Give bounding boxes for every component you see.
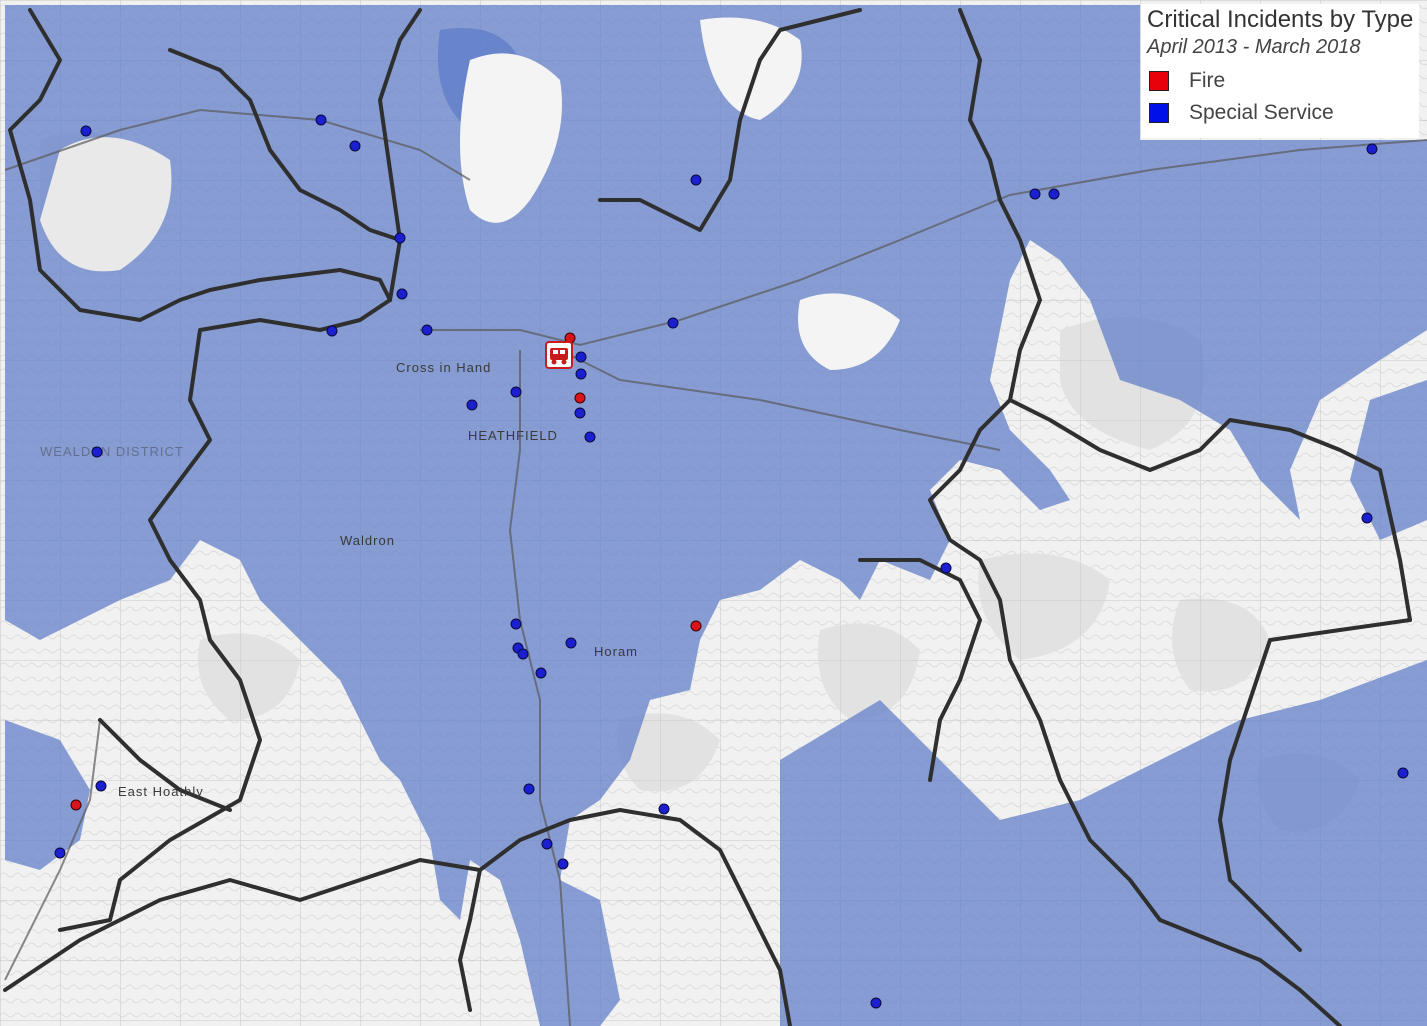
special-service-marker[interactable] [466,399,478,411]
special-service-marker[interactable] [1397,767,1409,779]
fire-swatch [1149,71,1169,91]
special-service-marker[interactable] [54,847,66,859]
special-service-markers [54,114,1409,1009]
special-service-swatch [1149,103,1169,123]
legend-label-fire: Fire [1189,69,1226,92]
special-service-marker[interactable] [667,317,679,329]
place-label-horam: Horam [594,644,638,659]
district-boundaries [3,8,1412,1026]
special-service-marker[interactable] [1048,188,1060,200]
legend-title: Critical Incidents by Type [1147,6,1414,33]
special-service-marker[interactable] [523,783,535,795]
special-service-marker[interactable] [517,648,529,660]
special-service-marker[interactable] [940,562,952,574]
special-service-marker[interactable] [421,324,433,336]
map-legend: Critical Incidents by Type April 2013 - … [1141,4,1419,138]
special-service-marker[interactable] [1029,188,1041,200]
roads [4,108,1427,1026]
legend-label-special-service: Special Service [1189,101,1334,124]
special-service-marker[interactable] [575,351,587,363]
special-service-marker[interactable] [870,997,882,1009]
special-service-marker[interactable] [315,114,327,126]
place-label-cross-in-hand: Cross in Hand [396,360,491,375]
special-service-marker[interactable] [91,446,103,458]
special-service-marker[interactable] [1361,512,1373,524]
special-service-marker[interactable] [396,288,408,300]
special-service-marker[interactable] [349,140,361,152]
legend-item-special-service[interactable]: Special Service [1147,101,1419,125]
special-service-marker[interactable] [80,125,92,137]
legend-subtitle: April 2013 - March 2018 [1147,36,1361,58]
special-service-marker[interactable] [95,780,107,792]
place-label-east-hoathly: East Hoathly [118,784,204,799]
fire-station-icon[interactable] [545,341,573,369]
district-label: WEALDEN DISTRICT [40,444,184,459]
special-service-marker[interactable] [510,618,522,630]
fire-marker[interactable] [690,620,702,632]
legend-item-fire[interactable]: Fire [1147,69,1419,93]
special-service-marker[interactable] [326,325,338,337]
fire-marker[interactable] [70,799,82,811]
uncovered-areas [460,17,900,370]
special-service-marker[interactable] [1366,143,1378,155]
special-service-marker[interactable] [584,431,596,443]
coverage-area [5,5,1427,1026]
special-service-marker[interactable] [394,232,406,244]
town-label: HEATHFIELD [468,428,558,443]
fire-markers [70,332,702,811]
special-service-marker[interactable] [575,368,587,380]
special-service-marker[interactable] [510,386,522,398]
place-label-waldron: Waldron [340,533,395,548]
fire-marker[interactable] [574,392,586,404]
special-service-marker[interactable] [658,803,670,815]
special-service-marker[interactable] [557,858,569,870]
special-service-marker[interactable] [535,667,547,679]
special-service-marker[interactable] [565,637,577,649]
special-service-marker[interactable] [541,838,553,850]
special-service-marker[interactable] [690,174,702,186]
special-service-marker[interactable] [574,407,586,419]
